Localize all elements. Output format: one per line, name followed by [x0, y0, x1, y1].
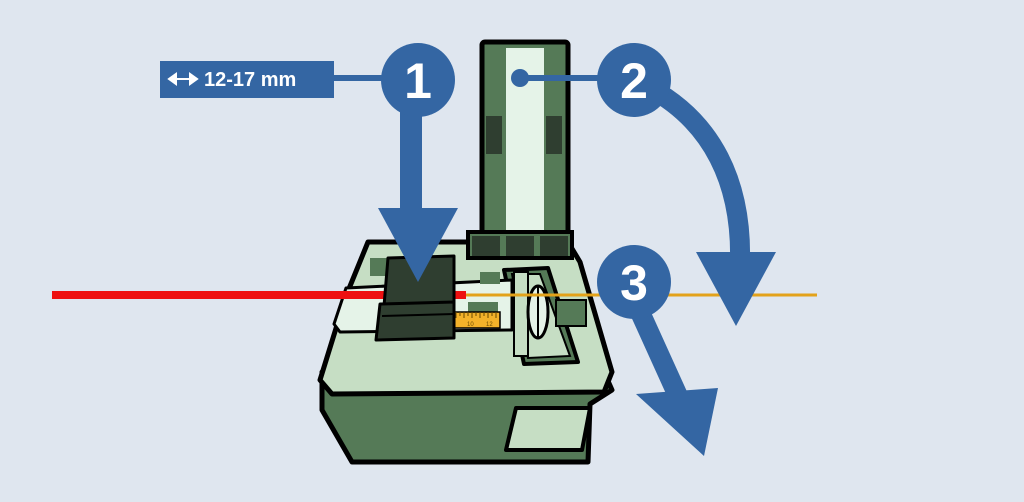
double-arrow-icon [167, 72, 199, 86]
length-label-text: 12-17 mm [204, 69, 296, 91]
step-1-badge: 1 [381, 43, 455, 117]
step-3-number: 3 [620, 255, 648, 311]
front-foot [504, 406, 592, 452]
laser-beam [52, 291, 466, 299]
step-2-leader-dot [511, 69, 529, 87]
right-fiber-pad [555, 299, 587, 327]
step-2-badge: 2 [597, 43, 671, 117]
step-2-number: 2 [620, 53, 648, 109]
step-1-number: 1 [404, 53, 432, 109]
step-1-arrow [378, 106, 458, 282]
fiber-clamp [374, 254, 456, 342]
length-label: 12-17 mm [160, 61, 392, 98]
step-3-badge: 3 [597, 245, 671, 319]
ruler-tick-label: 12 [486, 322, 493, 328]
step-2-arrow [645, 79, 776, 326]
ruler-tick-label: 10 [467, 322, 474, 328]
